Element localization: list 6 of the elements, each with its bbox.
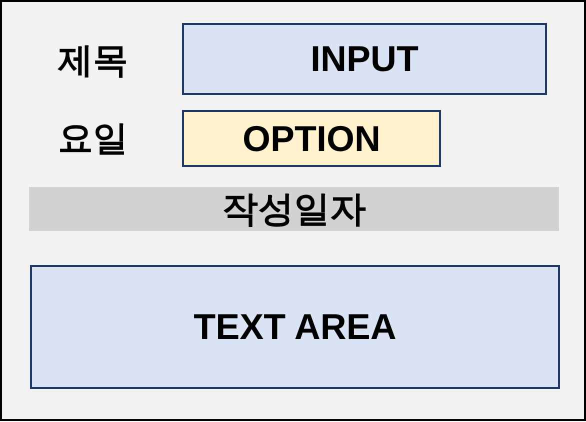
field-label: 제목 [56,40,129,80]
input-box: INPUT [182,23,547,95]
text-area-box: TEXT AREA [30,265,560,389]
field-label: 요일 [57,118,129,158]
option-box: OPTION [182,110,441,167]
shaded-band: 작성일자 [29,187,559,231]
